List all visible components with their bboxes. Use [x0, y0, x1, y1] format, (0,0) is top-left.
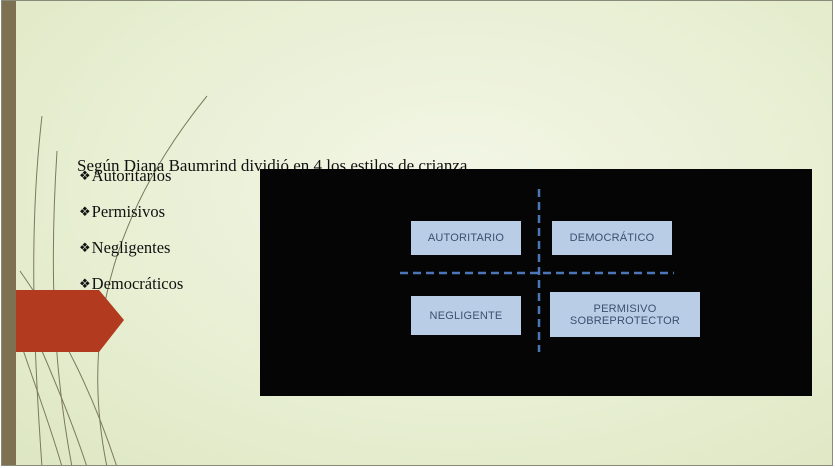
quadrant-negligente: NEGLIGENTE: [411, 296, 521, 335]
list-item: ❖Negligentes: [79, 238, 171, 257]
diamond-bullet-icon: ❖: [79, 276, 91, 291]
list-item: ❖Democráticos: [79, 274, 184, 293]
quadrant-democratico: DEMOCRÁTICO: [552, 221, 672, 255]
diamond-bullet-icon: ❖: [79, 240, 91, 255]
red-arrow-shape: [16, 290, 124, 352]
diamond-bullet-icon: ❖: [79, 168, 91, 183]
list-item: ❖Autoritarios: [79, 166, 172, 185]
parenting-styles-figure: AUTORITARIO DEMOCRÁTICO NEGLIGENTE PERMI…: [260, 169, 812, 396]
diamond-bullet-icon: ❖: [79, 204, 91, 219]
quadrant-permisivo-sobreprotector: PERMISIVO SOBREPROTECTOR: [550, 292, 700, 337]
list-item: ❖Permisivos: [79, 202, 165, 221]
left-accent-bar: [2, 1, 16, 465]
quadrant-autoritario: AUTORITARIO: [411, 221, 521, 255]
quadrant-axes: [400, 189, 674, 352]
